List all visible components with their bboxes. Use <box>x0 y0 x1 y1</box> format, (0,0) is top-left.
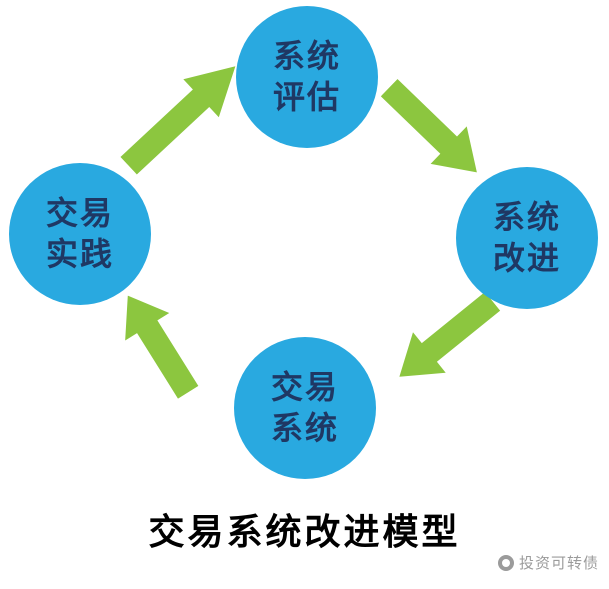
arrow-practice-to-evaluation-icon <box>108 44 256 187</box>
node-trading-practice: 交易 实践 <box>9 163 151 305</box>
node-system-improvement-label: 系统 改进 <box>493 197 561 279</box>
node-label-line: 交易 <box>45 195 114 232</box>
watermark-label: 投资可转债 <box>518 555 599 572</box>
diagram-title: 交易系统改进模型 <box>148 512 461 552</box>
node-label-line: 交易 <box>270 369 339 406</box>
arrow-system-to-practice-icon <box>102 280 213 408</box>
node-label-line: 改进 <box>492 240 561 276</box>
arrow-evaluation-to-improvement-icon <box>368 66 497 194</box>
node-label-line: 系统 <box>270 410 339 446</box>
logo-circle-icon <box>497 554 514 571</box>
node-label-line: 系统 <box>492 199 561 236</box>
node-system-evaluation-label: 系统 评估 <box>273 36 341 118</box>
arrow-improvement-to-system-icon <box>380 278 511 400</box>
node-trading-practice-label: 交易 实践 <box>46 193 114 275</box>
node-system-improvement: 系统 改进 <box>456 167 598 309</box>
node-trading-system: 交易 系统 <box>234 337 376 479</box>
node-label-line: 实践 <box>45 236 114 272</box>
node-trading-system-label: 交易 系统 <box>271 367 339 449</box>
watermark: 投资可转债 <box>497 552 599 573</box>
node-system-evaluation: 系统 评估 <box>236 6 378 148</box>
node-label-line: 系统 <box>272 38 341 75</box>
node-label-line: 评估 <box>272 79 341 115</box>
